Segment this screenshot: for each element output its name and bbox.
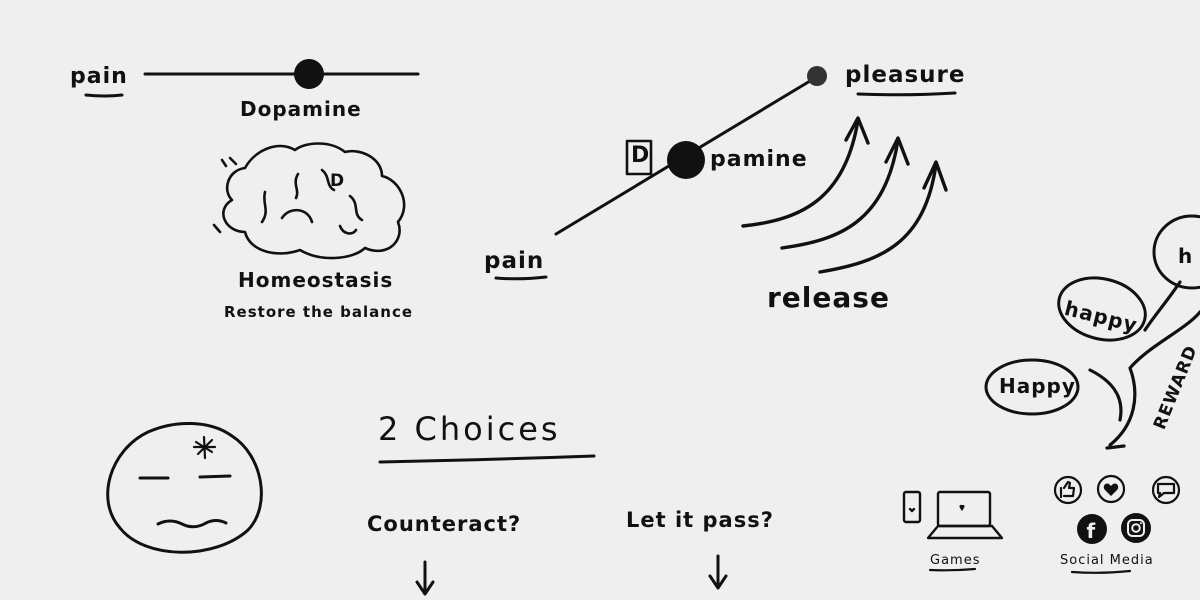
counteract-option: Counteract? [367,512,522,536]
release-arrow-3 [818,162,938,274]
release-label: release [767,281,890,314]
dopamine-label-right: pamine [710,147,808,172]
pleasure-ball [807,66,827,86]
dopamine-d-letter: D [631,143,651,168]
release-arrow-1 [741,118,860,228]
dopamine-ball-left [294,59,324,89]
happy-bubble-2 [1057,276,1147,342]
homeostasis-subtitle: Restore the balance [224,303,414,321]
down-arrow-let-it-pass [708,554,728,590]
laptop-icon [926,490,1004,540]
pain-underline-left [84,93,124,98]
pleasure-label: pleasure [845,62,966,88]
facebook-letter: f [1087,519,1096,543]
social-underline [1070,569,1132,574]
facebook-icon [1077,514,1107,544]
release-arrow-2 [780,138,900,250]
instagram-icon [1121,513,1151,543]
release-arrowhead-3 [922,160,948,192]
pain-label-right: pain [484,248,545,274]
dopamine-d-box [625,139,653,176]
dopamine-label-left: Dopamine [240,97,362,121]
happy-bubble-3 [1152,214,1200,290]
tree-branch-top [1108,310,1200,447]
social-media-label: Social Media [1060,553,1154,568]
brain-icon [212,142,406,260]
face-eye-right [198,474,232,479]
tree-branch-left [1088,368,1123,422]
frustrated-face-icon [106,422,263,554]
down-arrow-counteract [415,560,435,596]
heart-icon [1096,474,1126,504]
release-arrows [741,116,948,274]
games-label: Games [930,553,981,568]
comment-icon [1151,475,1181,505]
tree-branch-upper [1143,280,1182,332]
like-icon [1053,475,1083,505]
face-mouth [156,519,228,529]
tree-base [1105,444,1126,450]
release-arrowhead-2 [884,136,910,166]
phone-icon [902,490,922,524]
pleasure-underline [856,91,957,97]
games-underline [928,567,977,572]
choices-title: 2 Choices [378,410,561,448]
happy-bubble-1 [984,358,1080,416]
homeostasis-title: Homeostasis [238,268,394,292]
release-arrowhead-1 [844,116,870,145]
anger-mark-icon [192,435,217,460]
happy-bubble-1-text: Happy [999,374,1076,398]
happy-bubble-3-text: h [1178,244,1194,268]
let-it-pass-option: Let it pass? [626,508,774,532]
dopamine-ball-right [667,141,705,179]
choices-underline [378,454,596,464]
pain-underline-right [494,275,548,281]
brain-letter: D [330,171,344,191]
pain-label-left: pain [70,64,128,89]
